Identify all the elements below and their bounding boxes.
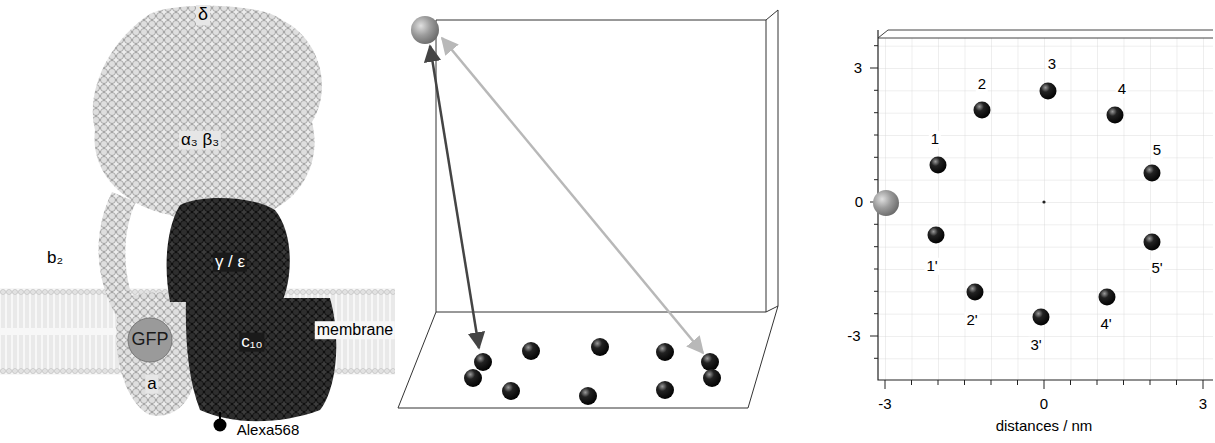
acceptor-dot <box>928 227 945 244</box>
acceptor-dot <box>656 381 674 399</box>
acceptor-dot <box>974 102 991 119</box>
donor-sphere <box>873 190 899 216</box>
subunit-label: γ / ε <box>213 253 247 272</box>
tick-label: 3 <box>852 60 864 77</box>
acceptor-dot <box>1040 83 1057 100</box>
acceptor-dot <box>701 353 719 371</box>
acceptor-dot <box>502 382 520 400</box>
donor-sphere <box>411 16 439 44</box>
dye-label: Alexa568 <box>235 422 302 439</box>
plot-frame-top <box>878 30 1213 38</box>
dot-number: 1 <box>929 131 941 148</box>
acceptor-dot <box>967 284 984 301</box>
plot-axes <box>878 30 1213 380</box>
acceptor-dots <box>928 83 1161 326</box>
distance-arrow <box>442 38 703 353</box>
tick-label: 0 <box>853 194 865 211</box>
tick-label: -3 <box>845 328 862 345</box>
acceptor-dot <box>474 353 492 371</box>
subunit-label: α₃ β₃ <box>179 131 221 150</box>
box-edge <box>766 20 767 312</box>
subunit-label: δ <box>196 5 210 25</box>
dot-number: 2' <box>964 312 979 329</box>
membrane-label: membrane <box>315 321 395 339</box>
dot-number: 3' <box>1028 337 1043 354</box>
x-ticks <box>885 380 1203 389</box>
acceptor-dot <box>1033 309 1050 326</box>
acceptor-dot <box>579 387 597 405</box>
box-edge <box>436 20 437 312</box>
acceptor-dot <box>656 343 674 361</box>
f1-head <box>93 6 322 227</box>
tick-label: 0 <box>1038 396 1050 413</box>
subunit-label: c₁₀ <box>239 333 264 352</box>
dot-number: 5' <box>1149 260 1164 277</box>
distance-arrow <box>430 46 479 348</box>
box-edge <box>766 10 778 306</box>
tick-label: -3 <box>876 396 893 413</box>
dot-number: 4' <box>1098 316 1113 333</box>
dot-number: 3 <box>1046 56 1058 73</box>
subunit-label: b₂ <box>45 249 65 268</box>
box-edge <box>436 20 766 21</box>
axis-title: distances / nm <box>994 418 1095 435</box>
circle-shape <box>128 318 172 362</box>
label-circle: GFP <box>127 317 173 363</box>
c-ring <box>186 298 337 421</box>
acceptor-dot <box>1099 289 1116 306</box>
gamma-epsilon-rotor <box>167 198 290 302</box>
acceptor-dot <box>591 338 609 356</box>
a-subunit <box>116 293 195 416</box>
acceptor-dot <box>522 342 540 360</box>
acceptor-dot <box>1144 234 1161 251</box>
plot-grid <box>878 38 1213 380</box>
box-frame <box>398 10 778 408</box>
dot-number: 4 <box>1116 81 1128 98</box>
acceptor-dot <box>464 369 482 387</box>
acceptor-dot <box>930 157 947 174</box>
node-text: GFP <box>131 330 168 350</box>
dye-dot <box>214 419 227 432</box>
dot-number: 5 <box>1151 142 1163 159</box>
acceptor-dot <box>1144 165 1161 182</box>
acceptor-dot <box>703 369 721 387</box>
dot-number: 2 <box>976 76 988 93</box>
box-floor <box>398 306 778 408</box>
acceptor-dots <box>464 338 721 405</box>
center-mark <box>1042 200 1045 203</box>
acceptor-dot <box>1107 107 1124 124</box>
tick-label: 3 <box>1197 396 1209 413</box>
dot-number: 1' <box>924 258 939 275</box>
subunit-label: a <box>145 375 158 394</box>
